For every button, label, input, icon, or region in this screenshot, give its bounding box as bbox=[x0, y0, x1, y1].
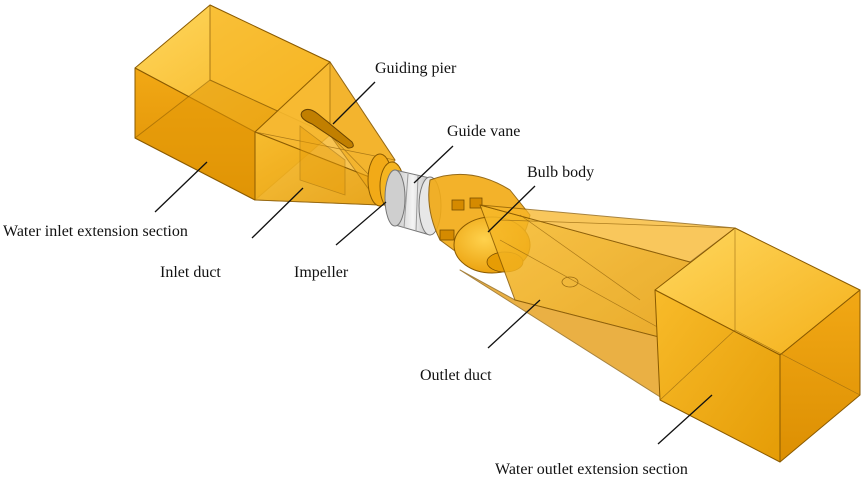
leader-guide-vane bbox=[413, 145, 454, 184]
impeller bbox=[384, 169, 442, 236]
guiding-pier bbox=[299, 108, 354, 196]
leader-lines bbox=[154, 81, 713, 445]
leader-bulb-body bbox=[487, 185, 536, 233]
label-inlet-duct: Inlet duct bbox=[160, 264, 221, 281]
label-outlet-duct: Outlet duct bbox=[420, 367, 492, 384]
leader-outlet-duct bbox=[487, 299, 541, 349]
label-water-outlet-extension-section: Water outlet extension section bbox=[495, 461, 688, 478]
label-guide-vane: Guide vane bbox=[447, 123, 520, 140]
leader-impeller bbox=[335, 201, 387, 246]
leader-inlet-duct bbox=[251, 187, 304, 239]
label-impeller: Impeller bbox=[294, 264, 349, 281]
leader-water-inlet bbox=[154, 161, 208, 213]
label-water-inlet-extension-section: Water inlet extension section bbox=[3, 223, 188, 240]
leader-guiding-pier bbox=[332, 81, 376, 125]
label-bulb-body: Bulb body bbox=[527, 164, 594, 181]
water-outlet-extension-box bbox=[654, 227, 861, 463]
label-guiding-pier: Guiding pier bbox=[375, 60, 457, 77]
leader-water-outlet bbox=[657, 394, 713, 445]
